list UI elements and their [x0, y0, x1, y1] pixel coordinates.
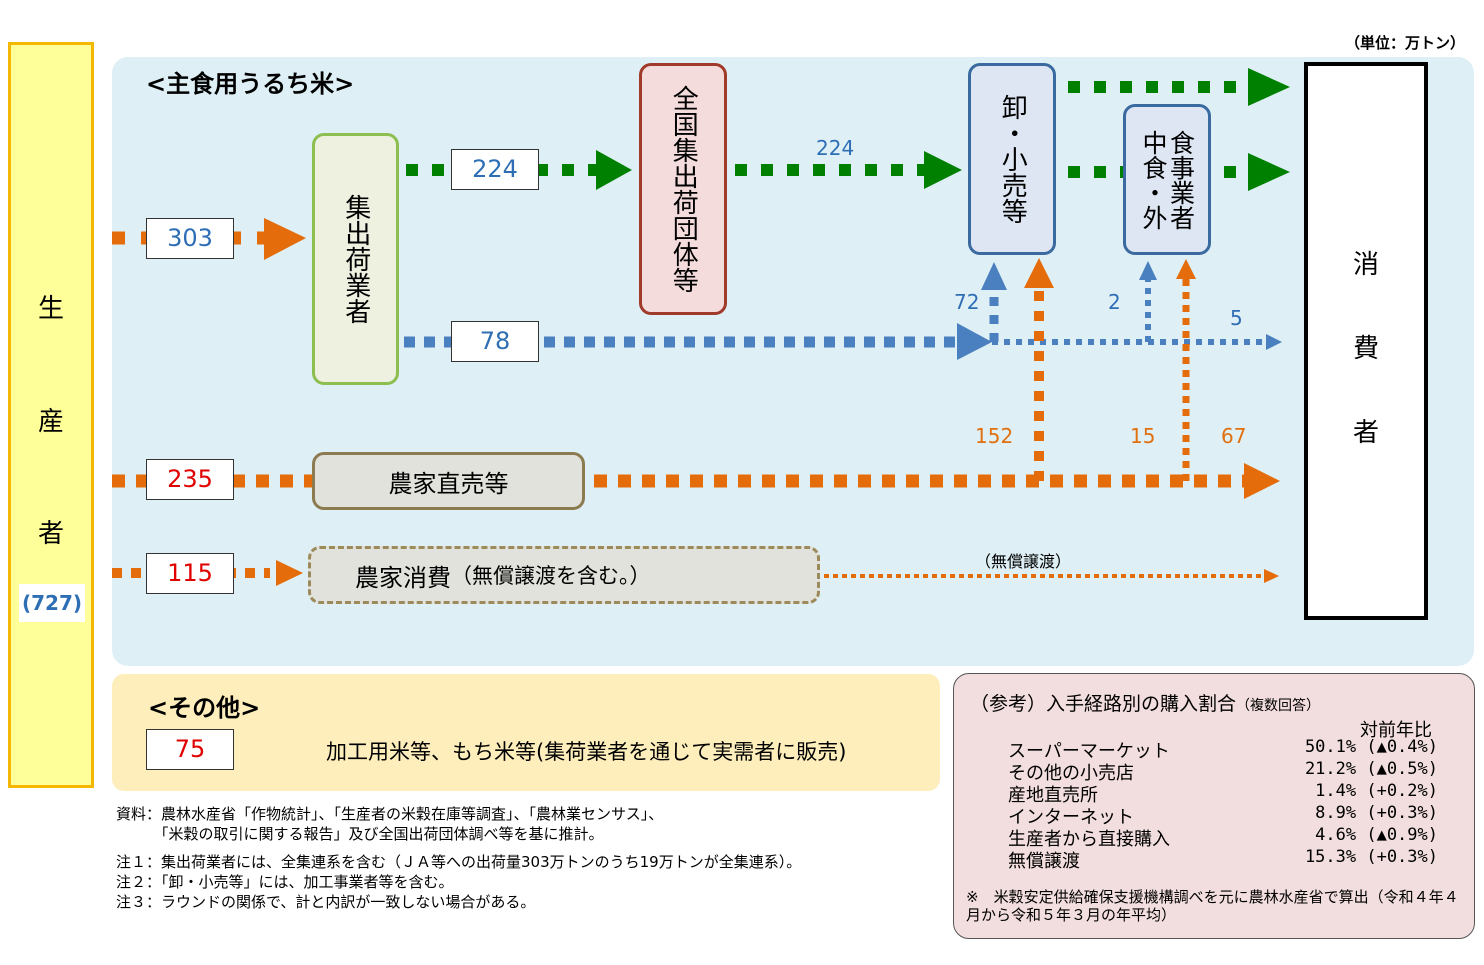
- node-farm-consumption-label: 農家消費: [355, 563, 451, 592]
- reference-title: （参考）入手経路別の購入割合（複数回答）: [970, 689, 1320, 716]
- consumer-char: 消: [1352, 250, 1379, 280]
- green-flow-collector-to-national: [406, 150, 632, 190]
- reference-row: 無償譲渡 15.3% (+0.3%): [1008, 847, 1438, 872]
- note-line: 注２：「卸・小売等」には、加工事業者等を含む。: [116, 873, 454, 891]
- flow-value-235: 235: [146, 459, 234, 500]
- label-67: 67: [1221, 424, 1247, 448]
- note-line: 「米穀の取引に関する報告」及び全国出荷団体調べ等を基に推計。: [116, 825, 604, 843]
- label-2: 2: [1108, 290, 1121, 314]
- note-line: 資料：農林水産省「作物統計」、「生産者の米穀在庫等調査」、「農林業センサス」、: [116, 805, 664, 823]
- producer-total: (727): [19, 584, 85, 622]
- unit-label: （単位：万トン）: [1345, 34, 1466, 52]
- reference-row: 生産者から直接購入 4.6% (▲0.9%): [1008, 825, 1438, 850]
- consumer-box: 消 費 者: [1304, 62, 1428, 620]
- consumer-char: 費: [1352, 334, 1379, 364]
- reference-row-value: 4.6% (▲0.9%): [1315, 825, 1438, 845]
- node-collector-label: 集出荷業者: [340, 194, 371, 324]
- flow-value-75: 75: [146, 729, 234, 770]
- producer-char: 産: [37, 407, 64, 437]
- node-farm-consumption-note: （無償譲渡を含む。）: [451, 564, 651, 588]
- node-foodservice-col2: 食事業者: [1166, 129, 1196, 230]
- consumer-char: 者: [1352, 418, 1379, 448]
- other-section-text: 加工用米等、もち米等(集荷業者を通じて実需者に販売): [326, 740, 847, 764]
- node-foodservice-col1: 中食・外: [1139, 129, 1168, 230]
- reference-panel: [953, 673, 1475, 939]
- reference-row: 産地直売所 1.4% (+0.2%): [1008, 781, 1438, 806]
- reference-footnote: ※ 米穀安定供給確保支援機構調べを元に農林水産省で算出（令和４年４月から令和５年…: [966, 888, 1459, 924]
- node-farm-direct: 農家直売等: [312, 452, 585, 510]
- reference-row: その他の小売店 21.2% (▲0.5%): [1008, 759, 1438, 784]
- reference-row-value: 21.2% (▲0.5%): [1304, 759, 1438, 779]
- reference-row-value: 50.1% (▲0.4%): [1304, 737, 1438, 757]
- node-collector: 集出荷業者: [312, 133, 399, 385]
- green-flow-national-to-wholesale: [735, 151, 962, 189]
- label-152: 152: [975, 424, 1014, 448]
- reference-row-name: スーパーマーケット: [1008, 741, 1170, 762]
- node-wholesale-retail: 卸・小売等: [968, 63, 1056, 255]
- node-foodservice: 中食・外食事業者: [1123, 104, 1211, 255]
- other-panel: [112, 674, 940, 791]
- reference-column-header: 対前年比: [1360, 720, 1432, 741]
- node-national-org: 全国集出荷団体等: [639, 63, 727, 315]
- producer-char: 生: [37, 294, 64, 324]
- reference-row-value: 1.4% (+0.2%): [1315, 781, 1438, 801]
- label-15: 15: [1130, 424, 1156, 448]
- flow-value-224: 224: [451, 149, 539, 190]
- node-farm-consumption: 農家消費（無償譲渡を含む。）: [308, 546, 820, 604]
- orange-flow-to-collector: [112, 218, 306, 260]
- label-free-transfer: （無償譲渡）: [975, 552, 1072, 571]
- label-5: 5: [1230, 306, 1243, 330]
- flow-value-303: 303: [146, 218, 234, 259]
- label-224-national: 224: [816, 136, 855, 160]
- note-line: 注１：集出荷業者には、全集連系を含む（ＪＡ等への出荷量303万トンのうち19万ト…: [116, 853, 802, 871]
- reference-row-name: 無償譲渡: [1008, 851, 1080, 872]
- reference-row-name: 産地直売所: [1008, 785, 1098, 806]
- producer-char: 者: [37, 519, 64, 549]
- reference-row-name: その他の小売店: [1008, 763, 1134, 784]
- notes: 資料：農林水産省「作物統計」、「生産者の米穀在庫等調査」、「農林業センサス」、 …: [116, 804, 801, 912]
- flow-value-115: 115: [146, 553, 234, 594]
- note-line: 注３：ラウンドの関係で、計と内訳が一致しない場合がある。: [116, 893, 536, 911]
- reference-row-value: 15.3% (+0.3%): [1304, 847, 1438, 867]
- green-flow-wholesale-to-consumer-top: [1068, 68, 1290, 106]
- label-72: 72: [954, 290, 980, 314]
- blue-flow-collector-direct: [404, 261, 1282, 360]
- reference-row-value: 8.9% (+0.3%): [1315, 803, 1438, 823]
- other-section-title: <その他>: [148, 694, 261, 722]
- reference-row: インターネット 8.9% (+0.3%): [1008, 803, 1438, 828]
- main-section-title: <主食用うるち米>: [146, 70, 355, 98]
- reference-row-name: 生産者から直接購入: [1008, 829, 1170, 850]
- reference-row: スーパーマーケット 50.1% (▲0.4%): [1008, 737, 1438, 762]
- node-national-label: 全国集出荷団体等: [668, 85, 699, 293]
- flow-value-78: 78: [451, 321, 539, 362]
- green-flow-wholesale-to-consumer-mid: [1068, 153, 1290, 191]
- reference-title-main: （参考）入手経路別の購入割合: [970, 693, 1237, 715]
- producer-box: 生 産 者 (727): [8, 42, 94, 788]
- node-wholesale-label: 卸・小売等: [997, 94, 1028, 224]
- reference-row-name: インターネット: [1008, 807, 1134, 828]
- reference-title-note: （複数回答）: [1236, 698, 1321, 714]
